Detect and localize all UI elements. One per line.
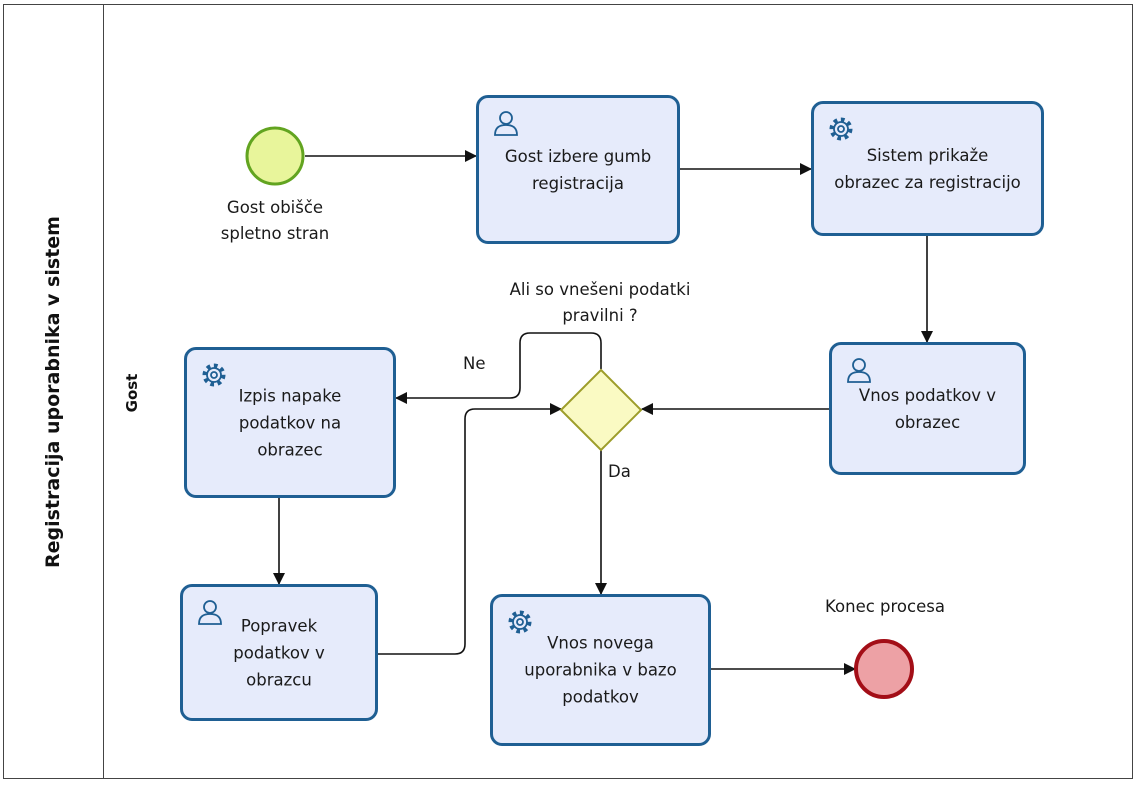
task-label: Vnos podatkov v obrazec (858, 385, 997, 432)
task-enter-data[interactable]: Vnos podatkov v obrazec (829, 342, 1026, 475)
task-save-user[interactable]: Vnos novega uporabnika v bazo podatkov (490, 594, 711, 746)
user-icon (847, 358, 871, 383)
end-event (854, 639, 914, 699)
start-event-label: Gost obišče spletno stran (220, 198, 330, 243)
start-event (245, 126, 305, 186)
task-label: Gost izbere gumb registracija (504, 146, 652, 193)
task-fix-data[interactable]: Popravek podatkov v obrazcu (180, 584, 378, 721)
decision-gateway (559, 368, 643, 452)
edge-label-no: Ne (463, 354, 486, 373)
task-label: Popravek podatkov v obrazcu (233, 616, 325, 689)
gateway-question: Ali so vnešeni podatki pravilni ? (509, 280, 691, 325)
flow-gateway-to-error (395, 332, 602, 404)
gear-icon (508, 610, 532, 634)
task-label: Sistem prikaže obrazec za registracijo (834, 145, 1021, 192)
task-label: Vnos novega uporabnika v bazo podatkov (524, 633, 677, 707)
pool-header (3, 4, 104, 779)
user-icon (494, 111, 518, 136)
pool-frame (3, 4, 1133, 779)
edge-label-yes: Da (608, 462, 631, 481)
user-icon (198, 600, 222, 625)
task-choose-register[interactable]: Gost izbere gumb registracija (476, 95, 680, 244)
task-error-output[interactable]: Izpis napake podatkov na obrazec (184, 347, 396, 498)
gear-icon (202, 363, 226, 387)
task-show-form[interactable]: Sistem prikaže obrazec za registracijo (811, 101, 1044, 236)
task-label: Izpis napake podatkov na obrazec (238, 386, 342, 459)
end-event-label: Konec procesa (825, 597, 945, 616)
gear-icon (829, 117, 853, 141)
flow-fix-to-gateway (378, 403, 562, 655)
